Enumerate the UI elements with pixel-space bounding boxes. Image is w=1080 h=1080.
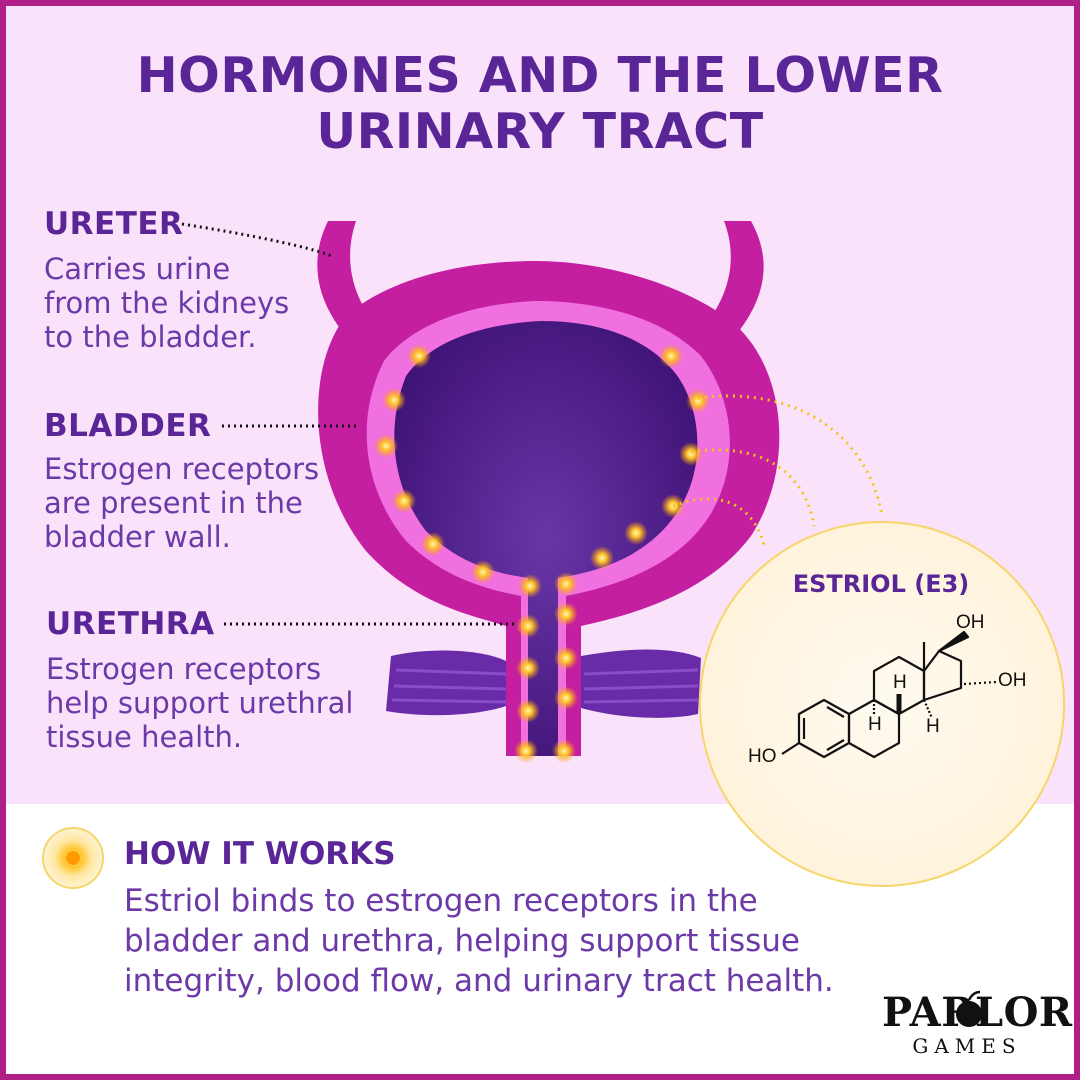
- receptor-glows: [374, 344, 710, 763]
- title-line: URINARY TRACT: [316, 103, 764, 160]
- estriol-title: ESTRIOL (E3): [792, 570, 970, 598]
- ureter-right: [696, 221, 764, 341]
- urethra-heading: URETHRA: [46, 606, 215, 642]
- text-line: to the bladder.: [44, 320, 257, 354]
- text-line: Estriol binds to estrogen receptors in t…: [124, 883, 758, 919]
- estriol-structure: [781, 630, 997, 759]
- logo-wordmark: PARLOR: [882, 989, 1073, 1036]
- ureter-heading: URETER: [44, 206, 184, 242]
- text-line: help support urethral: [46, 686, 354, 720]
- text-line: Estrogen receptors: [44, 452, 320, 486]
- bladder-interior: [394, 321, 698, 756]
- bladder-description: Estrogen receptors are present in the bl…: [44, 452, 319, 554]
- ureter-left: [317, 221, 386, 336]
- urethra-description: Estrogen receptors help support urethral…: [46, 652, 353, 754]
- receptor-links: [672, 394, 884, 547]
- hydrogen-label: H: [926, 716, 940, 737]
- text-line: Estrogen receptors: [46, 652, 322, 686]
- title-line: HORMONES AND THE LOWER: [136, 47, 944, 104]
- logo-subtitle: GAMES: [912, 1034, 1022, 1058]
- text-line: tissue health.: [46, 720, 243, 754]
- how-it-works-heading: HOW IT WORKS: [124, 836, 396, 872]
- text-line: bladder wall.: [44, 520, 231, 554]
- ureter-leader: [181, 222, 333, 258]
- text-line: bladder and urethra, helping support tis…: [124, 923, 800, 959]
- hydrogen-label: H: [893, 672, 907, 693]
- hydrogen-label: H: [868, 714, 882, 735]
- ureter-description: Carries urine from the kidneys to the bl…: [44, 252, 289, 354]
- bladder-illustration: [42, 221, 1065, 1027]
- bladder-heading: BLADDER: [44, 408, 212, 444]
- pelvic-muscle: [386, 649, 701, 718]
- text-line: are present in the: [44, 486, 303, 520]
- hydroxyl-label: OH: [998, 670, 1027, 691]
- how-it-works-description: Estriol binds to estrogen receptors in t…: [124, 881, 834, 1001]
- page-title: HORMONES AND THE LOWER URINARY TRACT: [6, 48, 1074, 160]
- brand-logo: PARLOR GAMES: [882, 989, 1073, 1061]
- hydroxyl-label: OH: [956, 612, 985, 633]
- text-line: Carries urine: [44, 252, 231, 286]
- hydroxyl-label: HO: [748, 746, 777, 767]
- text-line: from the kidneys: [44, 286, 290, 320]
- text-line: integrity, blood flow, and urinary tract…: [124, 963, 834, 999]
- apple-icon: [956, 990, 982, 1027]
